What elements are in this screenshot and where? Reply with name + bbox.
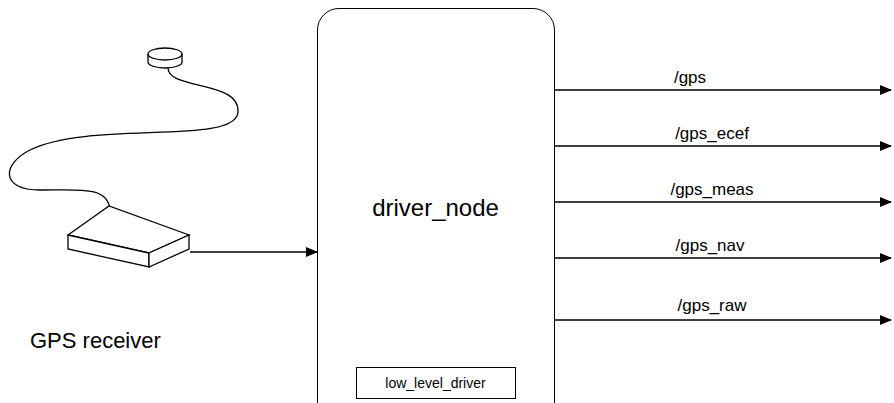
node-label: low_level_driver bbox=[385, 375, 485, 391]
topic-label: /gps_raw bbox=[676, 296, 749, 316]
gps-antenna bbox=[148, 48, 182, 68]
topic-label: /gps_meas bbox=[668, 180, 755, 200]
receiver-illustration bbox=[67, 205, 190, 269]
process-box: low_level_driver bbox=[356, 367, 516, 399]
node-title: driver_node bbox=[372, 194, 499, 222]
antenna-cable bbox=[9, 68, 238, 210]
device-label: GPS receiver bbox=[30, 328, 161, 354]
topic-label: /gps_ecef bbox=[673, 124, 751, 144]
signal-arrow bbox=[190, 251, 317, 253]
process-box: driver_node low_level_driver bbox=[317, 8, 555, 403]
gps-receiver-box: GPS receiver bbox=[67, 205, 190, 269]
topic-arrows bbox=[555, 90, 891, 320]
topic-label: /gps bbox=[672, 68, 708, 88]
topic-label: /gps_nav bbox=[674, 236, 747, 256]
